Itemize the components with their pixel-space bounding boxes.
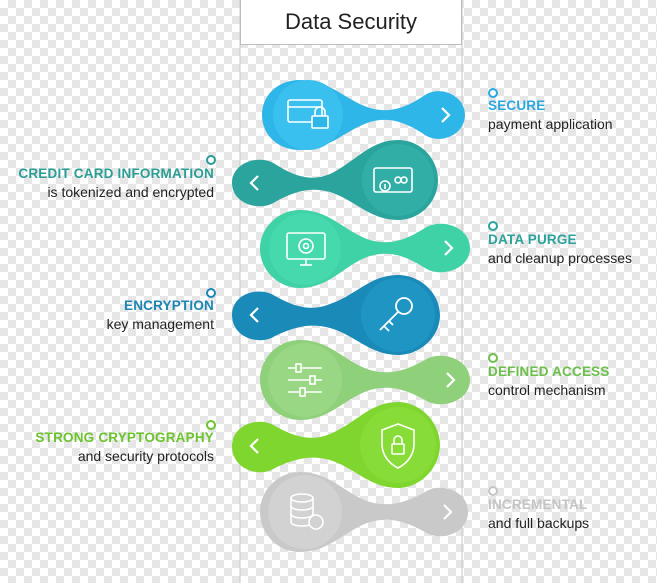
- label-heading: DATA PURGE: [488, 232, 577, 247]
- label-encryption: ENCRYPTION key management: [0, 297, 214, 334]
- monitor-gear-icon: [286, 232, 326, 266]
- label-heading: DEFINED ACCESS: [488, 364, 610, 379]
- step-credit-card: [232, 140, 438, 220]
- chevron-right-icon[interactable]: [432, 497, 462, 527]
- marker-dot: [488, 88, 498, 98]
- database-refresh-icon: [290, 493, 324, 530]
- label-subtitle: key management: [106, 316, 214, 332]
- label-data-purge: DATA PURGE and cleanup processes: [488, 231, 657, 268]
- label-secure: SECURE payment application: [488, 97, 657, 134]
- card-info-icon: [373, 167, 413, 193]
- marker-dot: [206, 155, 216, 165]
- page-title: Data Security: [284, 9, 418, 34]
- label-defined-access: DEFINED ACCESS control mechanism: [488, 363, 657, 400]
- chevron-right-icon[interactable]: [435, 365, 465, 395]
- key-icon: [379, 297, 413, 332]
- label-heading: ENCRYPTION: [123, 298, 214, 313]
- label-subtitle: and cleanup processes: [488, 250, 632, 266]
- chevron-right-icon[interactable]: [433, 233, 463, 263]
- label-heading: STRONG CRYPTOGRAPHY: [35, 430, 214, 445]
- step-incremental: [260, 472, 468, 552]
- shield-lock-icon: [381, 423, 415, 469]
- chevron-left-icon[interactable]: [240, 300, 270, 330]
- marker-dot: [206, 288, 216, 298]
- label-subtitle: and security protocols: [77, 448, 214, 464]
- marker-dot: [206, 420, 216, 430]
- label-subtitle: control mechanism: [488, 382, 606, 398]
- marker-dot: [488, 221, 498, 231]
- chevron-left-icon[interactable]: [240, 431, 270, 461]
- label-heading: SECURE: [488, 98, 546, 113]
- step-secure: [262, 80, 465, 150]
- marker-dot: [488, 486, 498, 496]
- credit-card-lock-icon: [287, 99, 329, 129]
- label-subtitle: and full backups: [488, 515, 590, 531]
- marker-dot: [488, 353, 498, 363]
- label-subtitle: payment application: [488, 116, 613, 132]
- step-defined-access: [260, 340, 470, 420]
- chevron-left-icon[interactable]: [240, 168, 270, 198]
- title-box: Data Security: [240, 0, 462, 45]
- step-encryption: [232, 275, 440, 355]
- label-subtitle: is tokenized and encrypted: [47, 184, 214, 200]
- label-credit-card: CREDIT CARD INFORMATION is tokenized and…: [0, 165, 214, 202]
- step-data-purge: [260, 210, 470, 288]
- label-heading: CREDIT CARD INFORMATION: [18, 166, 214, 181]
- sliders-icon: [288, 363, 322, 397]
- chevron-right-icon[interactable]: [430, 100, 460, 130]
- label-heading: INCREMENTAL: [488, 497, 588, 512]
- label-strong-cryptography: STRONG CRYPTOGRAPHY and security protoco…: [0, 429, 214, 466]
- step-strong-cryptography: [232, 402, 440, 488]
- label-incremental: INCREMENTAL and full backups: [488, 496, 657, 533]
